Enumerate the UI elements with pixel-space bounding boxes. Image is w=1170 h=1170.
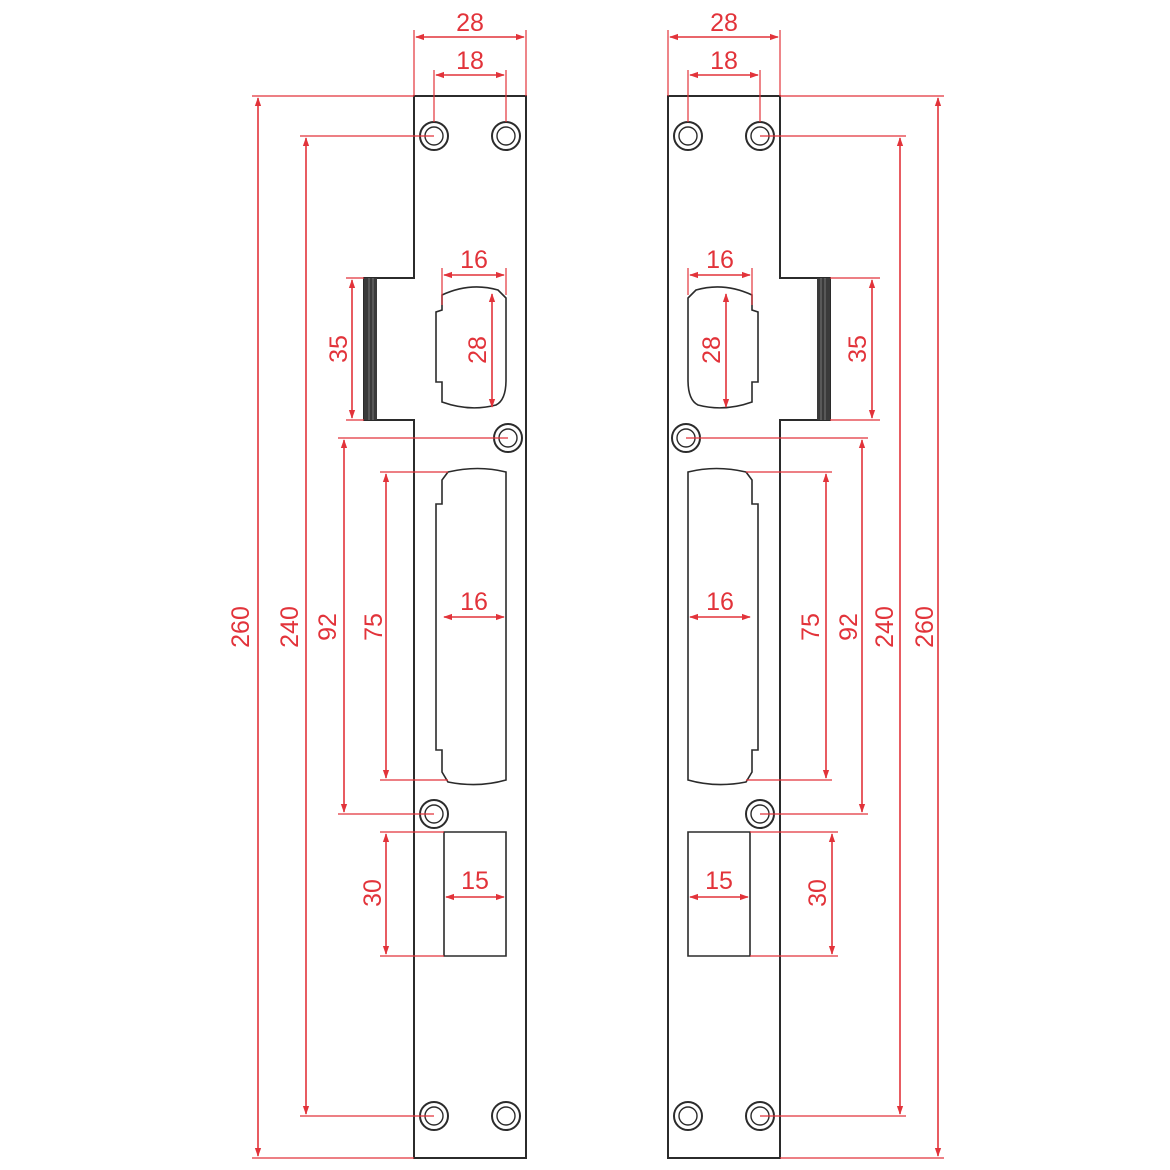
- right-dim-hole-span: 240: [871, 606, 899, 648]
- left-dim-latch-width: 16: [460, 246, 488, 274]
- right-dim-tab-length: 35: [844, 335, 872, 363]
- right-dim-bolt-slot-width: 16: [706, 588, 734, 616]
- left-latch-opening: [435, 286, 507, 409]
- left-dim-overall-length: 260: [227, 606, 255, 648]
- left-dim-latch-height: 28: [464, 336, 492, 364]
- right-tab-knurl: [817, 278, 830, 420]
- right-dim-bolt-slot-length: 75: [797, 613, 825, 641]
- left-dim-hole-span: 240: [276, 606, 304, 648]
- left-dim-mid-span: 92: [314, 613, 342, 641]
- right-screw-hole-top-1: [673, 121, 703, 151]
- right-dim-latch-width: 16: [706, 246, 734, 274]
- right-screw-hole-bottom-1: [673, 1101, 703, 1131]
- left-screw-hole-bottom-2: [491, 1101, 521, 1131]
- right-dim-overall-length: 260: [911, 606, 939, 648]
- left-strike-plate: 28 18 260 240 92 75 16 16: [227, 9, 527, 1159]
- left-dim-lower-slot-height: 30: [359, 879, 387, 907]
- right-dim-lower-slot-height: 30: [804, 879, 832, 907]
- right-strike-plate: 28 18 260 240 92 75 16 16: [667, 9, 944, 1159]
- left-dim-top-width: 28: [456, 9, 484, 37]
- right-bolt-slot: [687, 467, 759, 786]
- left-screw-hole-top-2: [491, 121, 521, 151]
- right-dim-mid-span: 92: [835, 613, 863, 641]
- left-bolt-slot: [435, 467, 507, 786]
- left-dim-bolt-slot-width: 16: [460, 588, 488, 616]
- right-dim-hole-spacing: 18: [710, 47, 738, 75]
- left-dim-lower-slot-width: 15: [461, 867, 489, 895]
- left-tab-knurl: [364, 278, 377, 420]
- left-dim-bolt-slot-length: 75: [360, 613, 388, 641]
- left-dim-hole-spacing: 18: [456, 47, 484, 75]
- right-dim-latch-height: 28: [698, 336, 726, 364]
- left-dim-tab-length: 35: [325, 335, 353, 363]
- right-dim-lower-slot-width: 15: [705, 867, 733, 895]
- right-dim-top-width: 28: [710, 9, 738, 37]
